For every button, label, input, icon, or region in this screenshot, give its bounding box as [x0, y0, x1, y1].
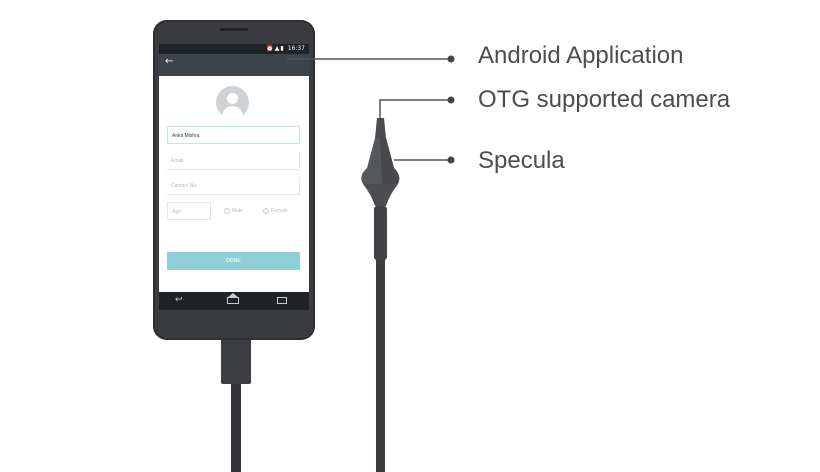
contact-field[interactable]: Contact No.	[167, 177, 300, 195]
avatar[interactable]	[216, 86, 249, 119]
phone-earpiece	[220, 28, 248, 31]
nav-back-icon[interactable]: ↩	[175, 295, 183, 305]
probe-handle	[374, 206, 387, 260]
gender-female-label: Female	[271, 208, 288, 214]
avatar-head	[227, 93, 238, 104]
callout-line-otg	[379, 99, 451, 118]
status-icons: ⏰▲▮	[266, 45, 285, 52]
nav-recents-icon[interactable]	[277, 297, 287, 304]
nav-home-icon-roof	[227, 293, 239, 298]
name-field[interactable]: Ankit Mishra	[167, 126, 300, 144]
probe-neck	[363, 184, 398, 206]
phone-screen: ⏰▲▮16:37 ← Ankit Mishra Email Contact No…	[159, 44, 309, 310]
callout-label-android-application: Android Application	[478, 42, 684, 69]
callout-dot-android	[447, 55, 455, 63]
gender-male-radio[interactable]: Male	[224, 202, 243, 220]
radio-icon	[224, 207, 230, 214]
status-bar: ⏰▲▮16:37	[159, 44, 309, 54]
phone-usb-cable	[231, 380, 241, 472]
gender-female-radio[interactable]: Female	[263, 202, 288, 220]
app-toolbar: ←	[159, 54, 309, 76]
age-gender-row: Age Male Female	[167, 202, 300, 220]
callout-label-otg-camera: OTG supported camera	[478, 86, 731, 113]
usb-connector	[221, 336, 251, 384]
done-button[interactable]: DONE	[167, 252, 300, 270]
navigation-bar: ↩	[159, 292, 309, 310]
age-field[interactable]: Age	[167, 202, 211, 220]
status-time: 16:37	[287, 45, 305, 52]
camera-tip	[375, 118, 386, 138]
email-field[interactable]: Email	[167, 152, 300, 170]
gender-male-label: Male	[232, 208, 243, 214]
radio-icon	[263, 207, 269, 214]
callout-dot-otg	[447, 96, 455, 104]
avatar-body	[222, 106, 243, 119]
nav-home-icon[interactable]	[227, 297, 239, 304]
arrow-left-icon[interactable]: ←	[165, 56, 174, 67]
callout-dot-specula	[447, 156, 455, 164]
callout-label-specula: Specula	[478, 147, 565, 174]
otg-camera-probe	[361, 118, 400, 260]
camera-cable	[376, 255, 385, 472]
specula-shade	[380, 138, 400, 184]
